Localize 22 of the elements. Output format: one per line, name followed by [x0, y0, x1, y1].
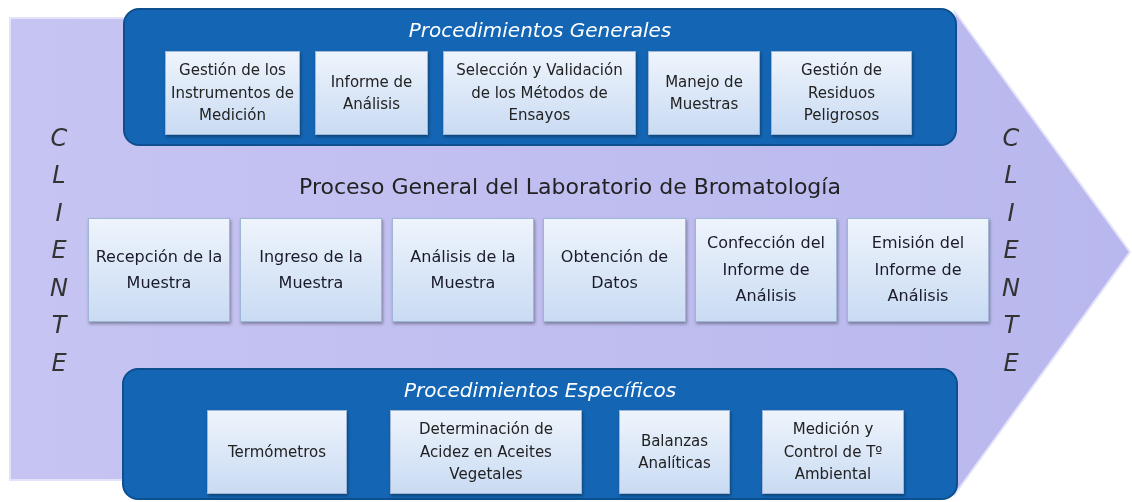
client-label: CLIENTE: [1002, 123, 1020, 379]
process-step-box: Obtención de Datos: [543, 218, 686, 322]
procedure-box: Informe de Análisis: [315, 51, 428, 135]
process-title: Proceso General del Laboratorio de Bromatología: [298, 174, 842, 199]
procedure-box: Termómetros: [207, 410, 347, 494]
process-step-box: Ingreso de la Muestra: [240, 218, 382, 322]
procedure-panel: [123, 8, 957, 146]
process-step-box: Confección del Informe de Análisis: [695, 218, 837, 322]
client-label: CLIENTE: [50, 123, 68, 379]
procedure-box: Medición y Control de Tº Ambiental: [762, 410, 904, 494]
procedure-box: Manejo de Muestras: [648, 51, 760, 135]
process-step-box: Recepción de la Muestra: [88, 218, 230, 322]
process-step-box: Análisis de la Muestra: [392, 218, 534, 322]
panel-title: Procedimientos Generales: [407, 18, 673, 42]
process-step-box: Emisión del Informe de Análisis: [847, 218, 989, 322]
procedure-panel: [122, 368, 958, 500]
procedure-box: Determinación de Acidez en Aceites Vegetales: [390, 410, 582, 494]
procedure-box: Gestión de los Instrumentos de Medición: [165, 51, 300, 135]
procedure-box: Balanzas Analíticas: [619, 410, 730, 494]
procedure-box: Gestión de Residuos Peligrosos: [771, 51, 912, 135]
panel-title: Procedimientos Específicos: [402, 378, 678, 402]
procedure-box: Selección y Validación de los Métodos de Ensayos: [443, 51, 636, 135]
